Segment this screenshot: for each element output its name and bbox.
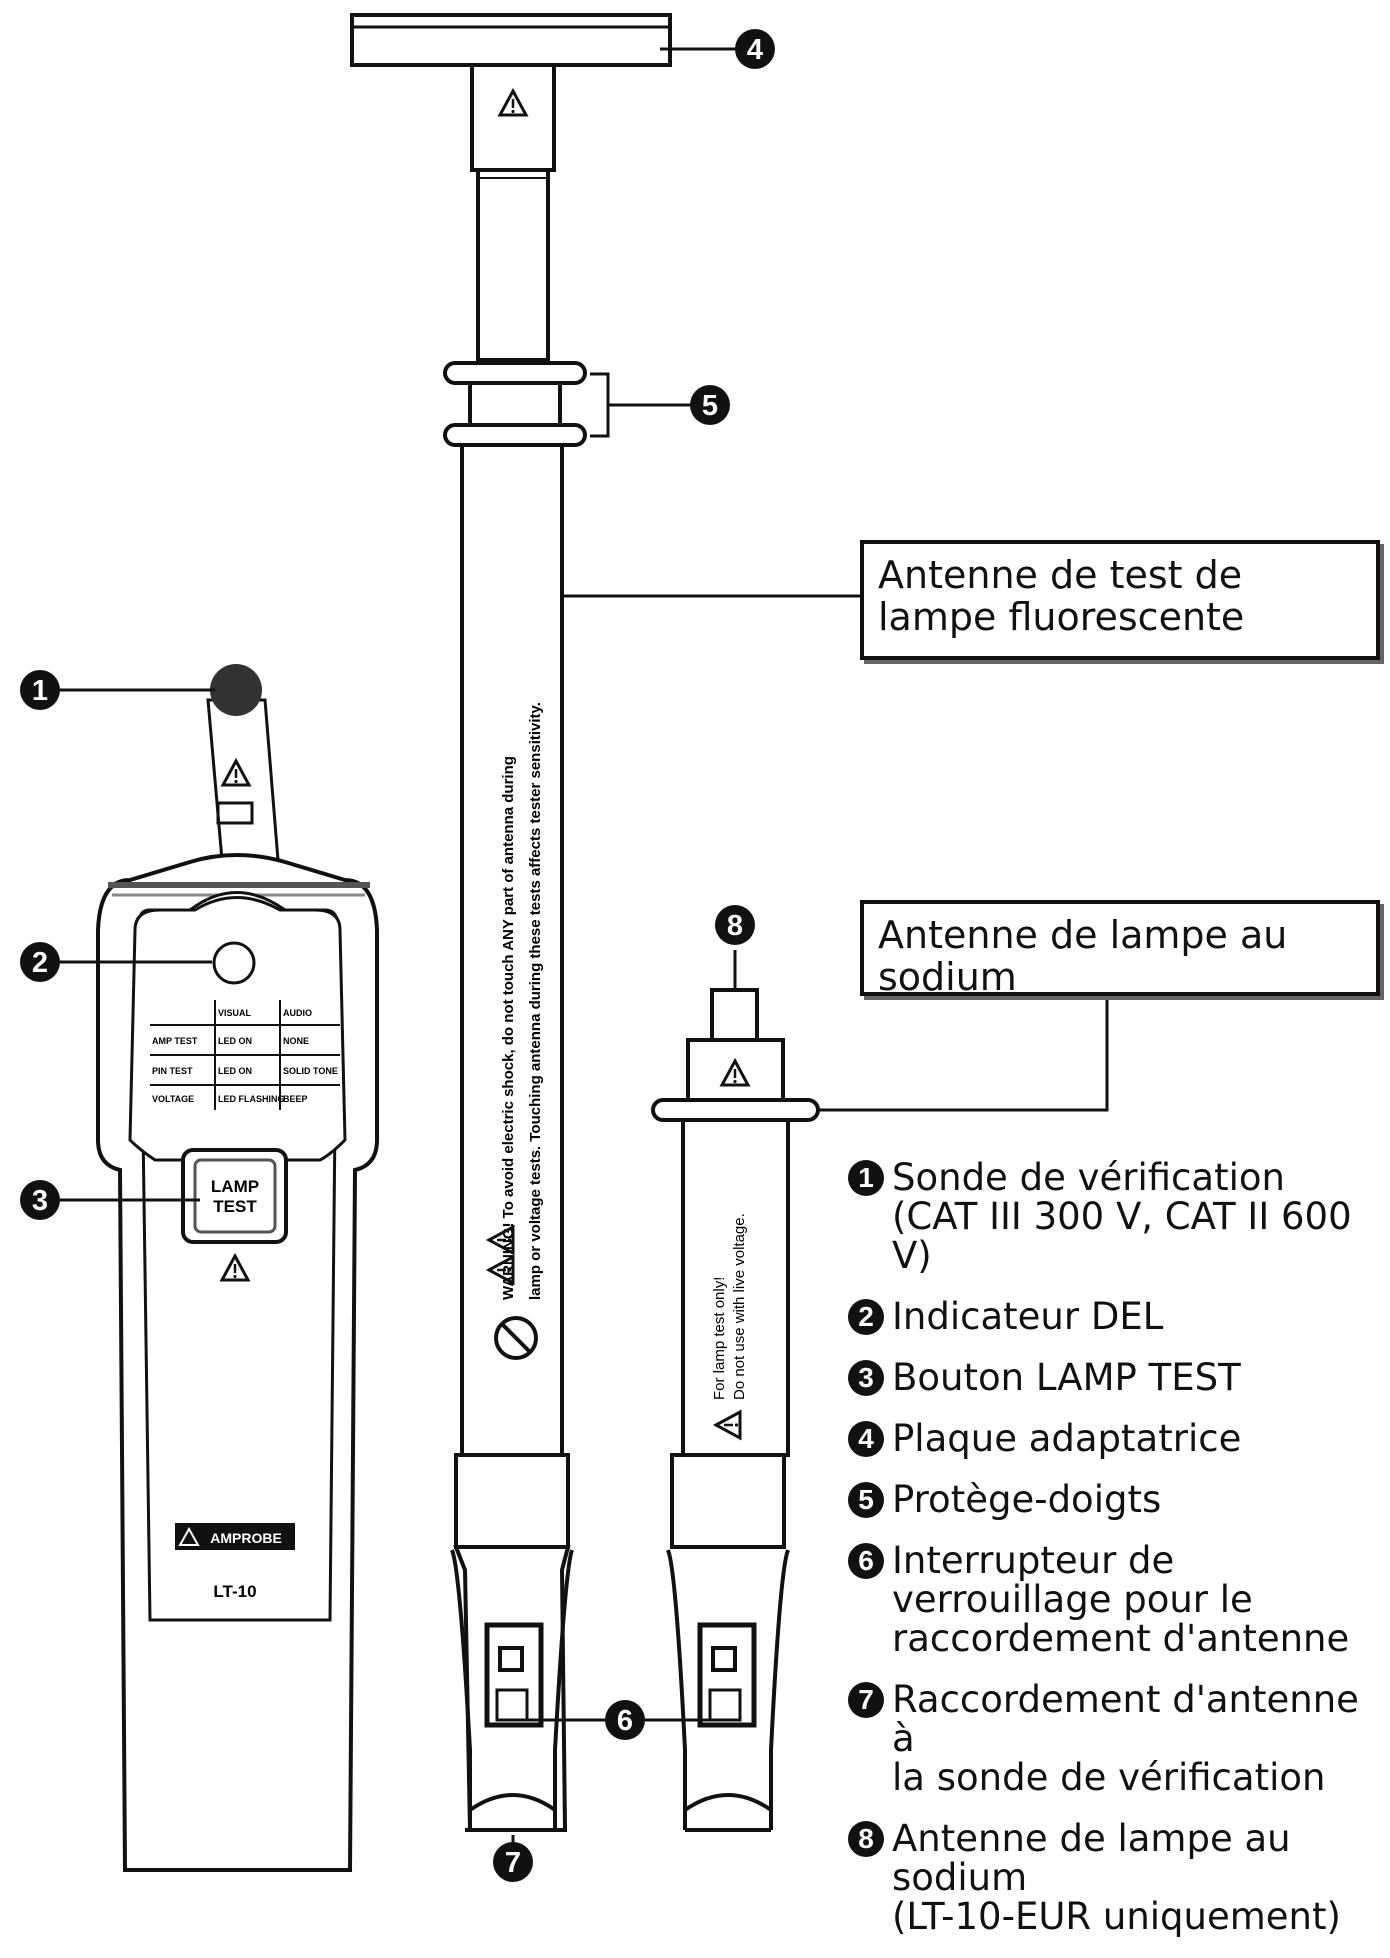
- sodium-text-line2: Do not use with live voltage.: [731, 1213, 748, 1400]
- led-indicator: [212, 941, 256, 985]
- product-diagram: VISUAL AUDIO AMP TEST LED ON NONE PIN TE…: [20, 13, 1109, 1882]
- svg-text:4: 4: [747, 34, 763, 66]
- legend-number: 5: [848, 1482, 884, 1518]
- legend-text: Plaque adaptatrice: [892, 1417, 1242, 1460]
- table-cell: LED ON: [218, 1066, 252, 1076]
- fluorescent-antenna-label: Antenne de test de lampe fluorescente: [878, 553, 1245, 639]
- sodium-antenna: For lamp test only! Do not use with live…: [651, 988, 820, 1832]
- legend-number: 6: [848, 1543, 884, 1579]
- brand-name: AMPROBE: [210, 1530, 282, 1546]
- svg-text:5: 5: [702, 390, 718, 422]
- marker-5: 5: [690, 385, 730, 425]
- legend-text: Sonde de vérification (CAT III 300 V, CA…: [892, 1156, 1352, 1277]
- sodium-antenna-callout: Antenne de lampe au sodium: [860, 900, 1380, 999]
- marker-2: 2: [20, 942, 60, 982]
- legend-number: 2: [848, 1299, 884, 1335]
- table-header-visual: VISUAL: [218, 1008, 252, 1018]
- legend-text: Protège-doigts: [892, 1478, 1162, 1521]
- lamp-test-button[interactable]: LAMP TEST: [181, 1148, 288, 1244]
- marker-6: 6: [605, 1700, 645, 1740]
- button-label-line2: TEST: [213, 1197, 257, 1216]
- legend-item: 4 Plaque adaptatrice: [848, 1419, 1388, 1458]
- marker-1: 1: [20, 670, 60, 710]
- antenna-warning-line2: lamp or voltage tests. Touching antenna …: [527, 702, 544, 1300]
- antenna-warning-line1: WARNING! To avoid electric shock, do not…: [500, 756, 517, 1300]
- svg-text:1: 1: [32, 675, 48, 707]
- table-row-label: PIN TEST: [152, 1066, 193, 1076]
- legend-number: 1: [848, 1160, 884, 1196]
- legend-text: Bouton LAMP TEST: [892, 1356, 1241, 1399]
- legend-number: 4: [848, 1421, 884, 1457]
- legend-item: 5 Protège-doigts: [848, 1480, 1388, 1519]
- table-header-audio: AUDIO: [283, 1008, 312, 1018]
- legend-item: 1 Sonde de vérification (CAT III 300 V, …: [848, 1158, 1388, 1275]
- svg-text:3: 3: [32, 1185, 48, 1217]
- marker-7: 7: [493, 1842, 533, 1882]
- sodium-text-line1: For lamp test only!: [711, 1277, 728, 1400]
- legend-text: Interrupteur de verrouillage pour le rac…: [892, 1539, 1350, 1660]
- fluorescent-antenna-callout: Antenne de test de lampe fluorescente: [860, 540, 1380, 660]
- table-row-label: VOLTAGE: [152, 1094, 194, 1104]
- adapter-plate: [350, 13, 672, 67]
- table-cell: SOLID TONE: [283, 1066, 338, 1076]
- sodium-antenna-label: Antenne de lampe au sodium: [878, 913, 1288, 999]
- marker-4: 4: [735, 29, 775, 69]
- tester-device: VISUAL AUDIO AMP TEST LED ON NONE PIN TE…: [96, 664, 379, 1872]
- legend-text: Indicateur DEL: [892, 1295, 1164, 1338]
- marker-8: 8: [715, 905, 755, 945]
- marker-3: 3: [20, 1180, 60, 1220]
- button-label-line1: LAMP: [211, 1177, 259, 1196]
- svg-text:6: 6: [617, 1705, 633, 1737]
- legend-number: 8: [848, 1821, 884, 1857]
- svg-text:7: 7: [505, 1847, 521, 1879]
- legend-item: 6 Interrupteur de verrouillage pour le r…: [848, 1541, 1388, 1658]
- table-cell: NONE: [283, 1036, 309, 1046]
- legend: 1 Sonde de vérification (CAT III 300 V, …: [848, 1158, 1388, 1958]
- svg-text:8: 8: [727, 910, 743, 942]
- legend-number: 7: [848, 1682, 884, 1718]
- fluorescent-antenna: WARNING! To avoid electric shock, do not…: [350, 13, 672, 1832]
- probe-tip: [210, 664, 262, 716]
- legend-item: 7 Raccordement d'antenne à la sonde de v…: [848, 1680, 1388, 1797]
- status-table: VISUAL AUDIO AMP TEST LED ON NONE PIN TE…: [150, 1000, 340, 1110]
- legend-item: 2 Indicateur DEL: [848, 1297, 1388, 1336]
- svg-text:2: 2: [32, 947, 48, 979]
- table-cell: BEEP: [283, 1094, 308, 1104]
- number-markers: 1 2 3 4 5 6 7 8: [20, 29, 775, 1882]
- table-cell: LED FLASHING: [218, 1094, 285, 1104]
- legend-text: Antenne de lampe au sodium (LT-10-EUR un…: [892, 1817, 1341, 1938]
- legend-item: 8 Antenne de lampe au sodium (LT-10-EUR …: [848, 1819, 1388, 1936]
- table-row-label: AMP TEST: [152, 1036, 198, 1046]
- legend-number: 3: [848, 1360, 884, 1396]
- table-cell: LED ON: [218, 1036, 252, 1046]
- legend-text: Raccordement d'antenne à la sonde de vér…: [892, 1678, 1359, 1799]
- model-name: LT-10: [213, 1582, 256, 1601]
- legend-item: 3 Bouton LAMP TEST: [848, 1358, 1388, 1397]
